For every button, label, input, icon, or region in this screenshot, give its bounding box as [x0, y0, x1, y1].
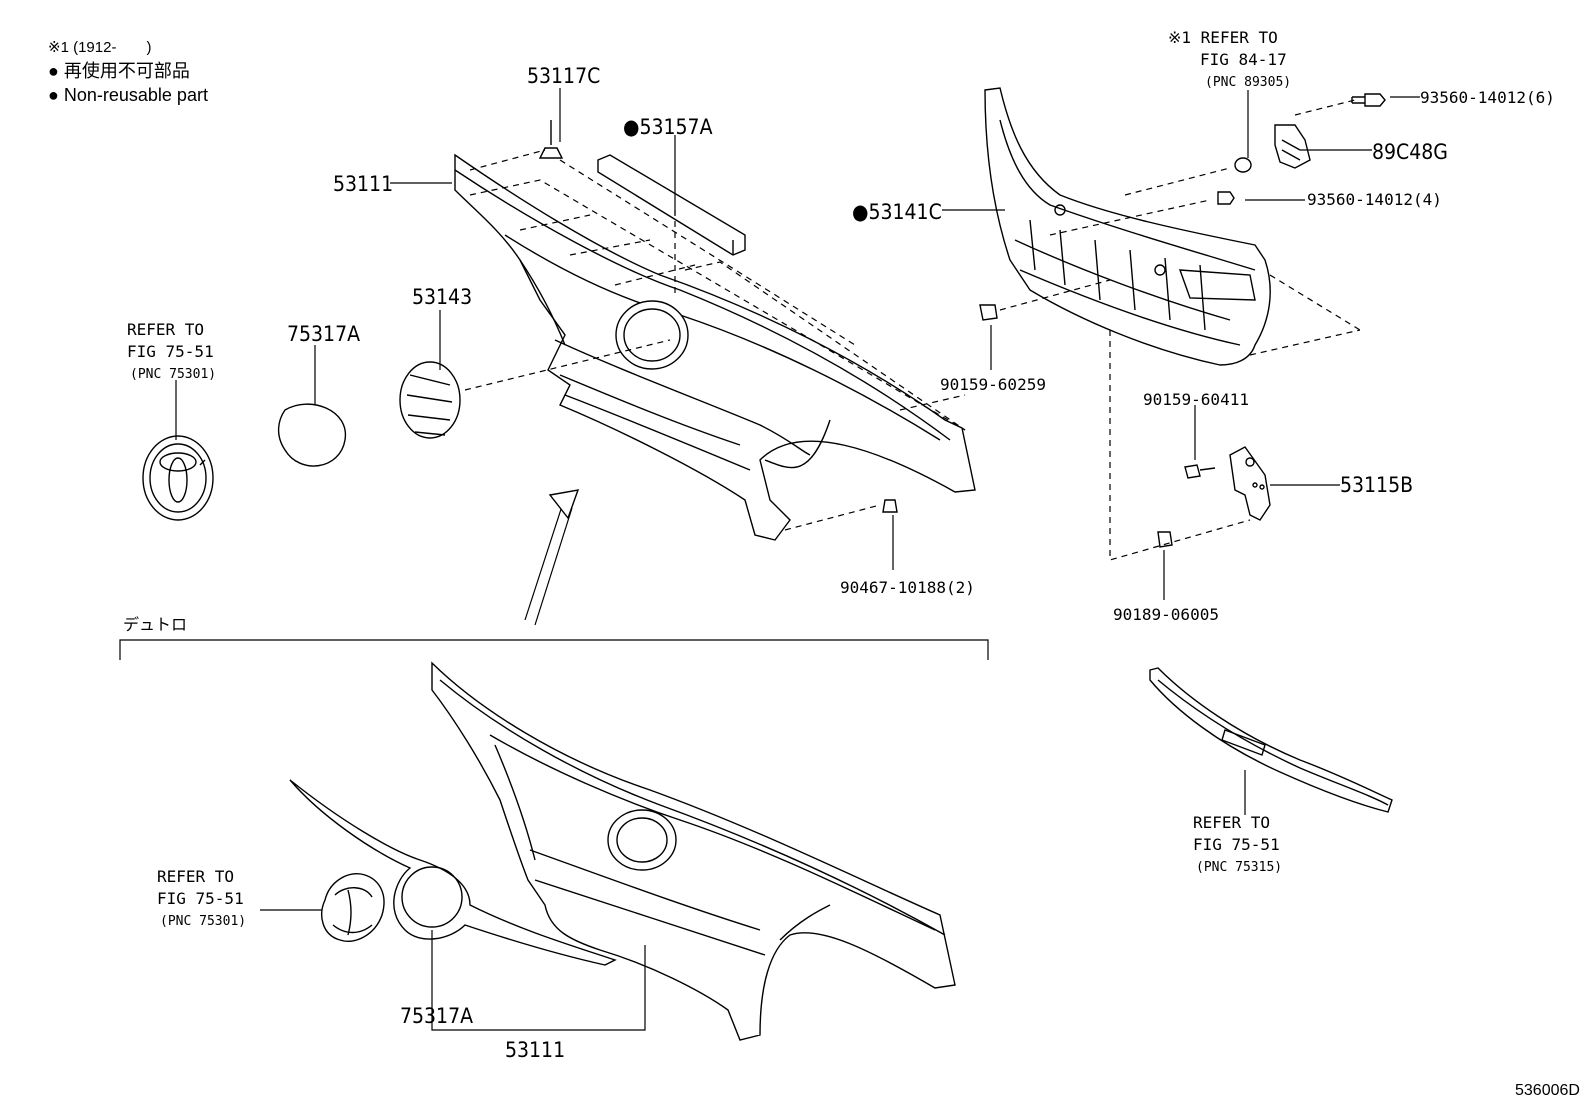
- part-75317A-bottom: [289, 779, 617, 966]
- label-53111-top: 53111: [333, 172, 393, 196]
- ref1-line1: REFER TO: [127, 320, 204, 339]
- grommet-89305: [1234, 157, 1252, 173]
- assembly-lines-top: [464, 99, 1361, 561]
- part-89C48G: [1274, 124, 1311, 169]
- part-53157A: [597, 154, 746, 256]
- ref-block-4: REFER TO FIG 75-51 (PNC 75315): [1193, 813, 1282, 875]
- part-75317A-top: [277, 403, 346, 467]
- legend-non-reusable-en: ● Non-reusable part: [48, 85, 208, 105]
- section-label: デュトロ: [123, 615, 187, 634]
- label-89C48G: 89C48G: [1372, 140, 1448, 164]
- label-90467: 90467-10188(2): [840, 578, 975, 597]
- ref2-line1: ※1 REFER TO: [1168, 28, 1278, 47]
- leader-lines-top: [175, 88, 1420, 600]
- grille-lower: [431, 661, 956, 1041]
- label-53157A: ●53157A: [623, 115, 713, 139]
- bolt-93560-6: [1351, 93, 1386, 107]
- toyota-emblem-top: [142, 435, 214, 521]
- ref-block-2: ※1 REFER TO FIG 84-17 (PNC 89305): [1168, 28, 1291, 90]
- label-53143: 53143: [412, 285, 472, 309]
- label-93560-4: 93560-14012(4): [1307, 190, 1442, 209]
- ref4-line1: REFER TO: [1193, 813, 1270, 832]
- ref-block-1: REFER TO FIG 75-51 (PNC 75301): [127, 320, 216, 382]
- leader-lines-bottom: [260, 770, 1246, 1031]
- ref-block-3: REFER TO FIG 75-51 (PNC 75301): [157, 867, 246, 929]
- clip-90467: [882, 499, 898, 513]
- grille-upper: [454, 153, 976, 541]
- toyota-emblem-bottom: [321, 873, 385, 942]
- legend-note-mark: ※1 (1912- ): [48, 39, 151, 56]
- label-90159-60259: 90159-60259: [940, 375, 1046, 394]
- label-53115B: 53115B: [1340, 473, 1413, 497]
- part-53115B: [1229, 446, 1271, 521]
- ref3-line2: FIG 75-51: [157, 889, 244, 908]
- bolt-93560-4: [1217, 191, 1235, 205]
- section-bracket: [119, 639, 989, 660]
- ref2-line3: (PNC 89305): [1205, 75, 1291, 90]
- ref1-line3: (PNC 75301): [130, 367, 216, 382]
- label-53111-bottom: 53111: [505, 1038, 565, 1062]
- part-53143: [399, 361, 461, 439]
- label-90189: 90189-06005: [1113, 605, 1219, 624]
- ref4-line2: FIG 75-51: [1193, 835, 1280, 854]
- ref2-line2: FIG 84-17: [1200, 50, 1287, 69]
- label-93560-6: 93560-14012(6): [1420, 88, 1555, 107]
- clip-53117C: [538, 120, 564, 159]
- label-75317A-top: 75317A: [287, 322, 360, 346]
- label-90159-60411: 90159-60411: [1143, 390, 1249, 409]
- chrome-strip-75315: [1149, 667, 1393, 813]
- label-53141C: ●53141C: [852, 200, 942, 224]
- bolt-90159-60411: [1184, 464, 1216, 479]
- label-75317A-bottom: 75317A: [400, 1004, 473, 1028]
- legend-non-reusable-jp: ● 再使用不可部品: [48, 61, 190, 81]
- arrow-up: [524, 489, 580, 626]
- ref4-line3: (PNC 75315): [1196, 860, 1282, 875]
- label-53117C: 53117C: [527, 64, 600, 88]
- ref1-line2: FIG 75-51: [127, 342, 214, 361]
- diagram-id: 536006D: [1515, 1082, 1580, 1099]
- bolt-90159-60259: [979, 304, 998, 321]
- ref3-line1: REFER TO: [157, 867, 234, 886]
- part-53141C: [984, 87, 1271, 366]
- ref3-line3: (PNC 75301): [160, 914, 246, 929]
